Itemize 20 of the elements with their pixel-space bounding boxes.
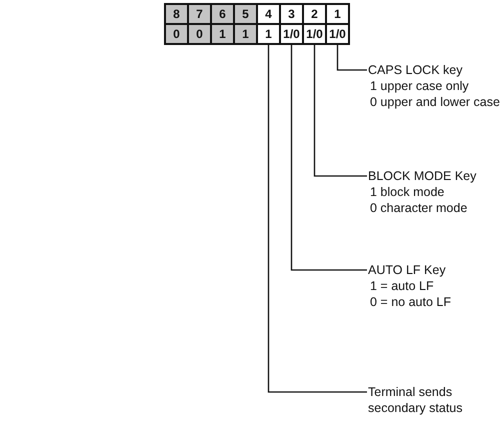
bit-number: 1 [325,3,350,25]
leader-line [268,45,367,393]
bit-value: 0 [187,23,212,45]
bit-value: 1 [210,23,235,45]
bit-value-description: 0 = no auto LF [369,294,451,310]
bit-value-description: 0 upper and lower case [369,94,500,110]
bit-value: 1 [233,23,258,45]
field-description: BLOCK MODE Key [368,168,476,184]
leader-line [314,45,367,177]
field-description: Terminal sends secondary status [368,384,464,416]
bit-value: 0 [164,23,189,45]
leader-line [290,45,367,271]
bit-value-description: 1 upper case only [369,78,469,94]
bit-value-description: 0 character mode [369,200,468,216]
field-description: CAPS LOCK key [368,62,462,78]
bit-value: 1/0 [325,23,350,45]
field-description: AUTO LF Key [368,262,446,278]
leader-line [336,45,367,71]
bit-value-description: 1 block mode [369,184,444,200]
bit-value-description: 1 = auto LF [369,278,434,294]
